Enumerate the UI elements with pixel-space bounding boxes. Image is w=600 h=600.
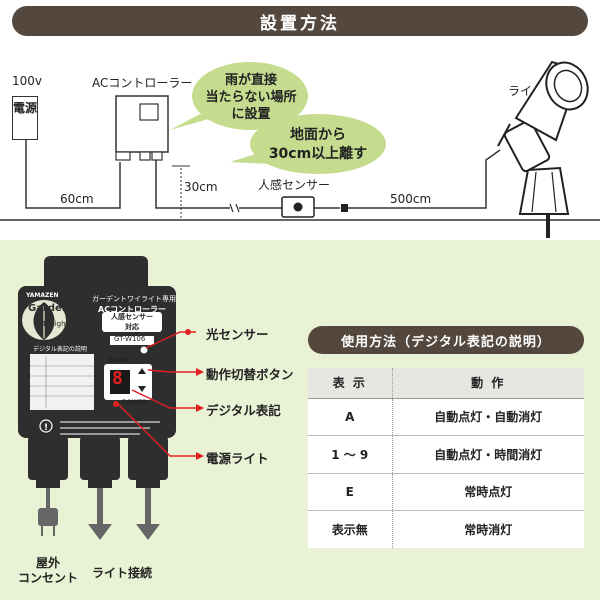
logo-leaf-icon	[22, 300, 66, 340]
sensor-cable-left	[155, 160, 230, 209]
table-row: 表示無 常時消灯	[308, 510, 584, 548]
voltage-label: 100v	[12, 74, 43, 88]
table-row: E 常時点灯	[308, 473, 584, 511]
led-display	[110, 370, 130, 394]
controller-label: ACコントローラー	[92, 76, 193, 90]
device-subtitle: ガーデントワイライト専用	[92, 295, 176, 303]
controller-icon	[115, 95, 169, 161]
note-ground-line1: 地面から	[290, 127, 346, 143]
usage-cell-display: 1 ～ 9	[308, 435, 393, 474]
device-model: GT-W106	[114, 335, 146, 343]
light-cable	[348, 149, 501, 209]
note-rain-line1: 雨が直接	[224, 73, 277, 88]
sensor-badge	[102, 312, 162, 332]
table-row: 1 ～ 9 自動点灯・時間消灯	[308, 435, 584, 474]
info-panel	[30, 354, 94, 410]
plug-icon	[38, 488, 58, 536]
usage-cell-action: 常時点灯	[392, 473, 584, 511]
sensor-badge-line2: 対応	[125, 323, 139, 331]
light-connect-label: ライト接続	[92, 566, 153, 580]
sensor-badge-text: 人感センサー 対応	[102, 312, 162, 332]
note-ground-line2: 30cm以上離す	[268, 146, 368, 162]
callout-light-sensor: 光センサー	[206, 327, 269, 342]
height-label: 30cm	[184, 180, 218, 194]
note-rain-line3: に設置	[231, 107, 271, 122]
usage-cell-display: A	[308, 398, 393, 436]
usage-cell-display: 表示無	[308, 510, 393, 548]
usage-header-row: 表 示 動 作	[308, 368, 584, 399]
spotlight-icon	[497, 60, 589, 238]
controller-device-illustration: !	[18, 256, 204, 540]
light-connect-arrow-icon-2	[136, 488, 160, 540]
bubble-ground	[230, 114, 386, 174]
light-sensor-icon	[140, 346, 148, 354]
logo-text-line1: Garden	[28, 303, 69, 314]
callout-digital-display: デジタル表記	[206, 403, 281, 418]
led-digit: 8	[112, 368, 123, 389]
motion-sensor-icon	[281, 196, 315, 218]
outlet-label-line1: 屋外	[35, 556, 60, 570]
device-brand: YAMAZEN	[26, 292, 59, 299]
note-rain-line2: 当たらない場所	[205, 90, 297, 105]
usage-header-display: 表 示	[308, 368, 393, 399]
usage-cell-action: 自動点灯・時間消灯	[392, 435, 584, 474]
usage-cell-display: E	[308, 473, 393, 511]
mode-up-arrow-icon	[138, 368, 146, 374]
outlet-label-line2: コンセント	[18, 571, 79, 585]
connectors	[28, 436, 168, 488]
svg-text:!: !	[44, 423, 48, 433]
sensor-label: 人感センサー	[258, 178, 331, 192]
note-ground: 地面から 30cm以上離す	[256, 126, 380, 164]
mode-down-arrow-icon	[138, 386, 146, 392]
cable-break-mark	[229, 203, 240, 213]
power-source-label: 電源	[13, 101, 38, 115]
cable-length-right: 500cm	[390, 192, 432, 206]
usage-cell-action: 常時消灯	[464, 523, 513, 537]
outlet-label: 屋外 コンセント	[18, 556, 78, 586]
power-cable	[25, 140, 121, 209]
usage-header-action: 動 作	[392, 368, 584, 399]
warning-icon	[39, 419, 53, 433]
sensor-badge-line1: 人感センサー	[111, 313, 153, 321]
section-title: 設置方法	[12, 6, 588, 36]
usage-cell-action: 自動点灯・自動消灯	[392, 398, 584, 436]
light-connect-arrow-icon-1	[88, 488, 112, 540]
usage-table: 表 示 動 作 A 自動点灯・自動消灯 1 ～ 9 自動点灯・時間消灯 E 常時…	[308, 368, 584, 548]
wiring-diagram	[0, 60, 600, 238]
device-controller-name: ACコントローラー	[98, 305, 167, 314]
callout-power-light: 電源ライト	[206, 451, 269, 466]
note-rain: 雨が直接 当たらない場所 に設置	[196, 72, 306, 123]
power-source-box: 電源	[12, 96, 38, 140]
mode-label: MODE	[108, 357, 129, 364]
table-row: A 自動点灯・自動消灯	[308, 398, 584, 436]
cable-length-left: 60cm	[60, 192, 94, 206]
callout-mode-button: 動作切替ボタン	[206, 367, 294, 382]
model-badge	[110, 336, 154, 345]
power-led-icon	[113, 401, 119, 407]
logo-text-line2: Twilight	[42, 320, 69, 328]
display-heading: デジタル表記の説明	[33, 346, 87, 353]
usage-title: 使用方法（デジタル表記の説明）	[308, 326, 584, 354]
bubble-rain	[170, 62, 308, 130]
power-label: POWER	[122, 399, 147, 406]
